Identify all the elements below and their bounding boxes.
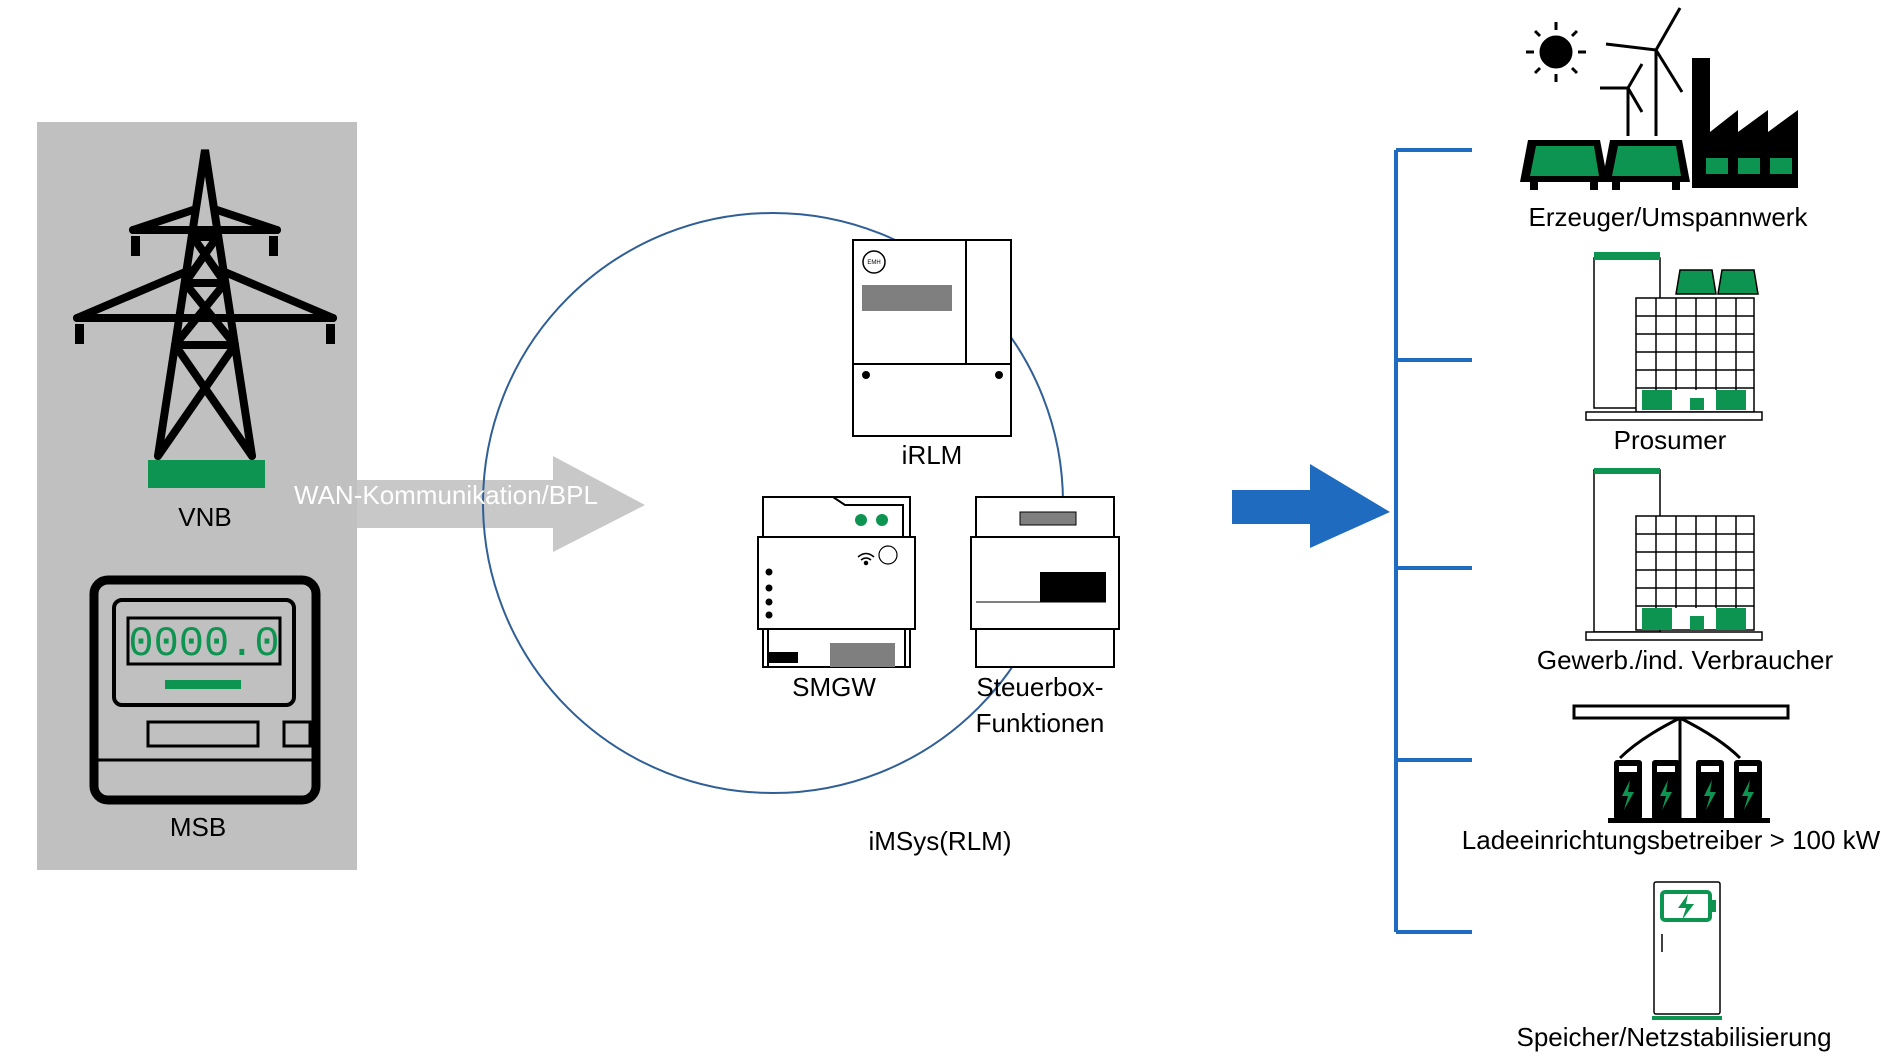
msb-label: MSB xyxy=(169,812,227,842)
prosumer-building-icon xyxy=(1585,252,1763,421)
connector-bracket xyxy=(1394,148,1472,934)
irlm-device-icon xyxy=(852,239,1012,437)
imsys-label: iMSys(RLM) xyxy=(868,826,1012,856)
target-label-ladeeinrichtung: Ladeeinrichtungsbetreiber > 100 kW xyxy=(1461,825,1881,855)
power-tower-icon xyxy=(73,149,337,460)
wan-arrow xyxy=(357,456,645,552)
blue-arrow xyxy=(1232,464,1390,548)
smgw-device-icon xyxy=(757,496,916,668)
tower-insulators xyxy=(75,236,335,344)
sun-icon xyxy=(1526,22,1586,82)
steuerbox-device-icon xyxy=(970,496,1120,668)
wifi-icon xyxy=(857,552,875,566)
storage-battery-icon xyxy=(1652,881,1722,1020)
electric-meter-icon xyxy=(89,575,321,805)
wan-label: WAN-Kommunikation/BPL xyxy=(294,480,598,510)
steuerbox-label-line2: Funktionen xyxy=(975,708,1105,738)
target-label-erzeuger: Erzeuger/Umspannwerk xyxy=(1528,202,1808,232)
irlm-logo: EMH xyxy=(867,260,880,266)
steuerbox-label-line1: Steuerbox- xyxy=(976,672,1104,702)
tower-base xyxy=(148,460,265,488)
vnb-label: VNB xyxy=(178,502,232,532)
charging-station-icon xyxy=(1572,704,1790,823)
target-label-speicher: Speicher/Netzstabilisierung xyxy=(1516,1022,1832,1052)
commercial-building-icon xyxy=(1585,468,1763,641)
meter-display: 0000.0 xyxy=(128,620,279,668)
smgw-label: SMGW xyxy=(792,672,876,702)
wind-turbine-icon xyxy=(1600,7,1684,136)
solar-panel-icon xyxy=(1520,140,1690,190)
target-label-gewerb: Gewerb./ind. Verbraucher xyxy=(1536,645,1834,675)
factory-icon xyxy=(1692,58,1798,188)
irlm-label: iRLM xyxy=(901,440,963,470)
target-label-prosumer: Prosumer xyxy=(1613,425,1727,455)
